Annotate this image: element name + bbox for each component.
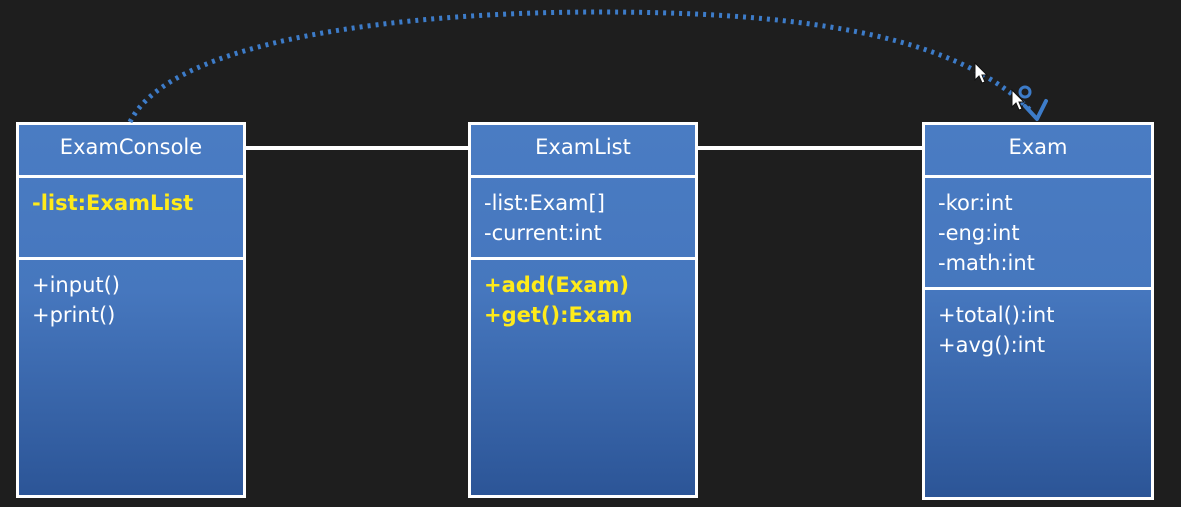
attribute: -list:ExamList: [32, 191, 194, 215]
attributes-section: -list:Exam[] -current:int: [471, 175, 695, 257]
operations-section: +add(Exam) +get():Exam: [471, 257, 695, 495]
operation: +print(): [32, 303, 116, 327]
class-box-exam[interactable]: Exam -kor:int -eng:int -math:int +total(…: [922, 122, 1154, 500]
arrow-head-icon: [1023, 99, 1048, 121]
attribute: -kor:int: [938, 191, 1013, 215]
attributes-section: -list:ExamList: [19, 175, 243, 257]
operation: +avg():int: [938, 333, 1046, 357]
association-line-console-list: [244, 146, 472, 150]
operations-section: +total():int +avg():int: [925, 287, 1151, 497]
dependency-arrow: [127, 9, 1032, 124]
arrow-origin-circle-icon: [1018, 85, 1032, 99]
operation: +input(): [32, 273, 120, 297]
class-name-section: Exam: [925, 125, 1151, 175]
attributes-section: -kor:int -eng:int -math:int: [925, 175, 1151, 287]
class-name: ExamList: [535, 135, 631, 159]
class-name-section: ExamList: [471, 125, 695, 175]
attribute: -eng:int: [938, 221, 1020, 245]
operation: +add(Exam): [484, 273, 629, 297]
class-name: ExamConsole: [59, 135, 203, 159]
operation: +total():int: [938, 303, 1055, 327]
mouse-pointer-icon: [974, 61, 989, 84]
class-name-section: ExamConsole: [19, 125, 243, 175]
attribute: -current:int: [484, 221, 602, 245]
mouse-pointer-icon: [1011, 88, 1026, 111]
class-box-exam-console[interactable]: ExamConsole -list:ExamList +input() +pri…: [16, 122, 246, 498]
attribute: -list:Exam[]: [484, 191, 605, 215]
association-line-list-exam: [696, 146, 926, 150]
operations-section: +input() +print(): [19, 257, 243, 495]
class-name: Exam: [1008, 135, 1068, 159]
operation: +get():Exam: [484, 303, 633, 327]
attribute: -math:int: [938, 251, 1035, 275]
class-box-exam-list[interactable]: ExamList -list:Exam[] -current:int +add(…: [468, 122, 698, 498]
